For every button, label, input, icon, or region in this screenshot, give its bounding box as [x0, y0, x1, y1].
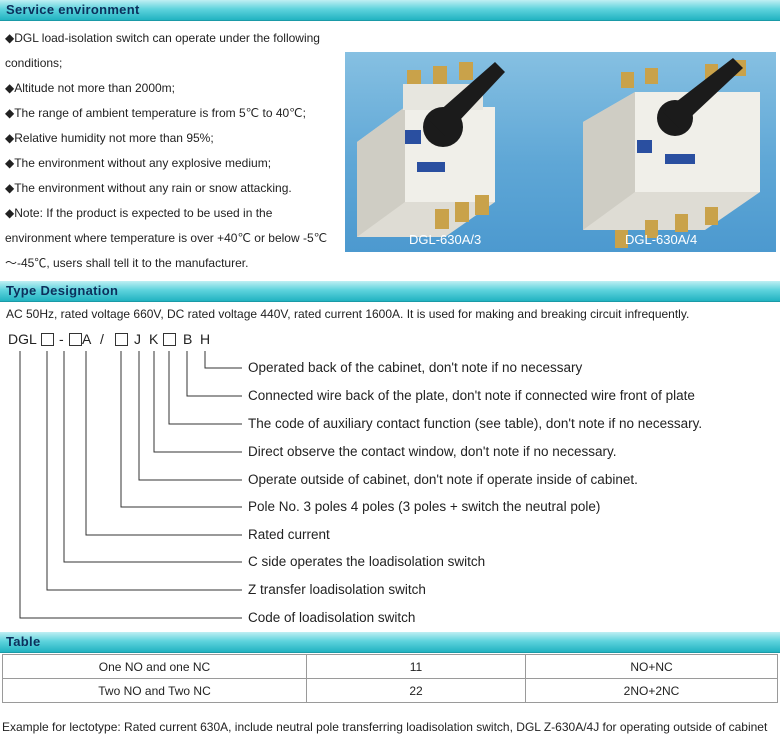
designation-item: Pole No. 3 poles 4 poles (3 poles + swit… [248, 499, 601, 514]
service-line: ◆The environment without any explosive m… [5, 156, 272, 170]
code-box [41, 333, 54, 346]
photo-caption-left: DGL-630A/3 [409, 232, 482, 247]
switch-4-pole [583, 58, 760, 248]
section-title: Service environment [6, 2, 140, 17]
service-line: ◆The range of ambient temperature is fro… [5, 106, 306, 120]
section-header-service: Service environment [0, 0, 780, 21]
code-box [163, 333, 176, 346]
code-box [69, 333, 82, 346]
section-title: Table [6, 634, 41, 649]
section-title: Type Designation [6, 283, 119, 298]
code-k: K [149, 331, 159, 347]
table-cell: Two NO and Two NC [2, 678, 307, 703]
service-line: ～-45℃, users shall tell it to the manufa… [5, 256, 249, 270]
section-header-table: Table [0, 632, 780, 653]
designation-item: Operate outside of cabinet, don't note i… [248, 472, 638, 487]
type-intro: AC 50Hz, rated voltage 660V, DC rated vo… [6, 307, 690, 321]
table-cell: 11 [306, 654, 526, 679]
code-dash: - [59, 331, 64, 347]
table-cell: 22 [306, 678, 526, 703]
service-line: environment where temperature is over +4… [5, 231, 328, 245]
designation-item: Operated back of the cabinet, don't note… [248, 360, 583, 375]
service-line: conditions; [5, 56, 63, 70]
code-slash: / [100, 331, 104, 347]
designation-item: Rated current [248, 527, 330, 542]
designation-item: Direct observe the contact window, don't… [248, 444, 617, 459]
designation-item: C side operates the loadisolation switch [248, 554, 486, 569]
switch-illustration [357, 58, 760, 248]
section-header-type: Type Designation [0, 281, 780, 302]
code-b: B [183, 331, 193, 347]
designation-item: Z transfer loadisolation switch [248, 582, 426, 597]
code-prefix: DGL [8, 331, 37, 347]
photo-caption-right: DGL-630A/4 [625, 232, 698, 247]
service-line: ◆Altitude not more than 2000m; [5, 81, 175, 95]
designation-item: Code of loadisolation switch [248, 610, 416, 625]
table-row: Two NO and Two NC 22 2NO+2NC [2, 678, 778, 703]
service-line: ◆DGL load-isolation switch can operate u… [5, 31, 320, 45]
example-text: Example for lectotype: Rated current 630… [2, 720, 768, 734]
table-cell: 2NO+2NC [525, 678, 778, 703]
designation-item: The code of auxiliary contact function (… [248, 416, 703, 431]
product-photo: DGL-630A/3 DGL-630A/4 [345, 52, 776, 252]
code-h: H [200, 331, 211, 347]
service-line: ◆Note: If the product is expected to be … [5, 206, 273, 220]
code-j: J [134, 331, 141, 347]
designation-item: Connected wire back of the plate, don't … [248, 388, 695, 403]
table-cell: One NO and one NC [2, 654, 307, 679]
service-line: ◆The environment without any rain or sno… [5, 181, 292, 195]
code-box [115, 333, 128, 346]
auxiliary-contact-table: One NO and one NC 11 NO+NC Two NO and Tw… [2, 654, 778, 703]
service-line: ◆Relative humidity not more than 95%; [5, 131, 214, 145]
table-row: One NO and one NC 11 NO+NC [2, 654, 778, 679]
code-a: A [82, 331, 92, 347]
table-cell: NO+NC [525, 654, 778, 679]
switch-3-pole [357, 62, 505, 237]
